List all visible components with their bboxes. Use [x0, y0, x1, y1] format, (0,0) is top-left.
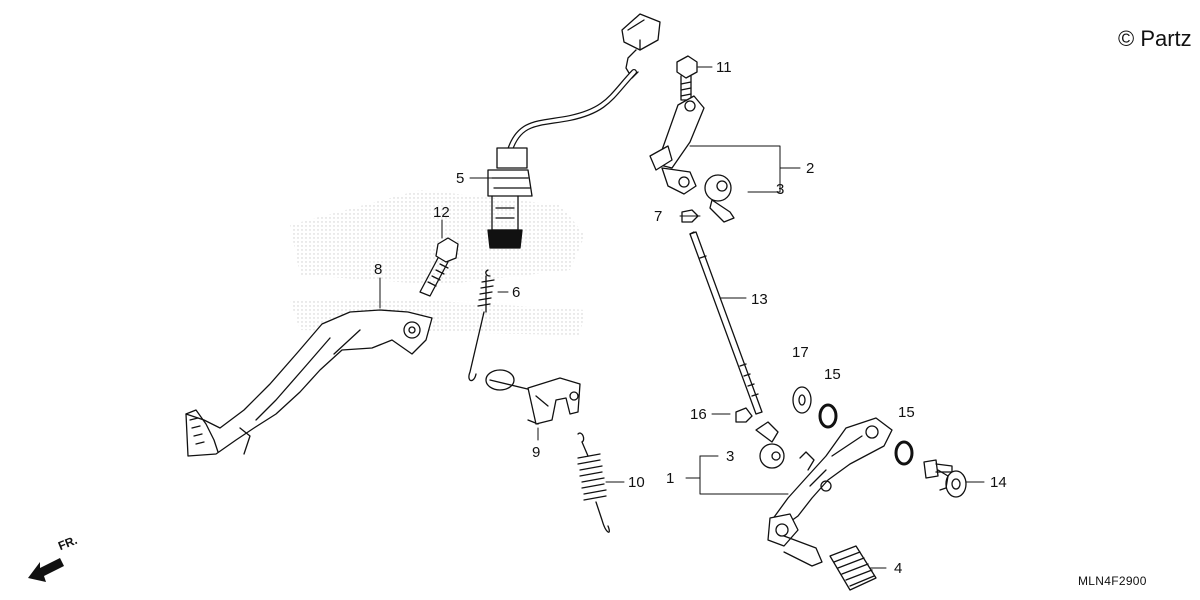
- callout-5: 5: [456, 170, 465, 187]
- callout-13: 13: [751, 291, 768, 308]
- brake-arm-part-9: [485, 369, 581, 425]
- front-direction-arrow: [28, 558, 64, 582]
- ball-joint-lower: [755, 421, 785, 469]
- diagram-code: MLN4F2900: [1078, 574, 1147, 588]
- callout-14: 14: [990, 474, 1007, 491]
- nut-part-16: [735, 407, 753, 423]
- shift-rod-part-13: [689, 231, 763, 415]
- callout-16: 16: [690, 406, 707, 423]
- callout-3-upper: 3: [776, 181, 785, 198]
- leader-lines: [379, 66, 985, 569]
- callout-1: 1: [666, 470, 675, 487]
- shift-peg-rubber-part-4: [829, 545, 877, 591]
- callout-2: 2: [806, 160, 815, 177]
- callout-12: 12: [433, 204, 450, 221]
- callout-8: 8: [374, 261, 383, 278]
- callout-3-lower: 3: [726, 448, 735, 465]
- callout-9: 9: [532, 444, 541, 461]
- callout-11: 11: [716, 59, 732, 76]
- brake-spring-part-10: [577, 432, 610, 533]
- return-spring-part-6: [468, 269, 495, 382]
- ball-joint-upper: [704, 174, 735, 223]
- copyright-text: © Partz: [1118, 26, 1192, 51]
- watermark-logo: [290, 190, 585, 335]
- brake-light-switch-part: [487, 13, 661, 249]
- pivot-bolt-part-14: [923, 459, 967, 498]
- washer-part-17: [792, 386, 812, 414]
- shift-rod-arm-part-2: [649, 95, 705, 195]
- callout-10: 10: [628, 474, 645, 491]
- callout-15-upper: 15: [824, 366, 841, 383]
- callout-7: 7: [654, 208, 663, 225]
- gearshift-pedal-part-1: [767, 417, 893, 567]
- bolt-part-12: [419, 237, 459, 297]
- o-ring-part-15-a: [818, 403, 838, 429]
- callout-6: 6: [512, 284, 521, 301]
- bolt-part-11: [676, 55, 698, 101]
- callout-4: 4: [894, 560, 903, 577]
- callout-15-lower: 15: [898, 404, 915, 421]
- brake-pedal-part-8: [185, 309, 433, 457]
- callout-17: 17: [792, 344, 809, 361]
- o-ring-part-15-b: [894, 440, 914, 466]
